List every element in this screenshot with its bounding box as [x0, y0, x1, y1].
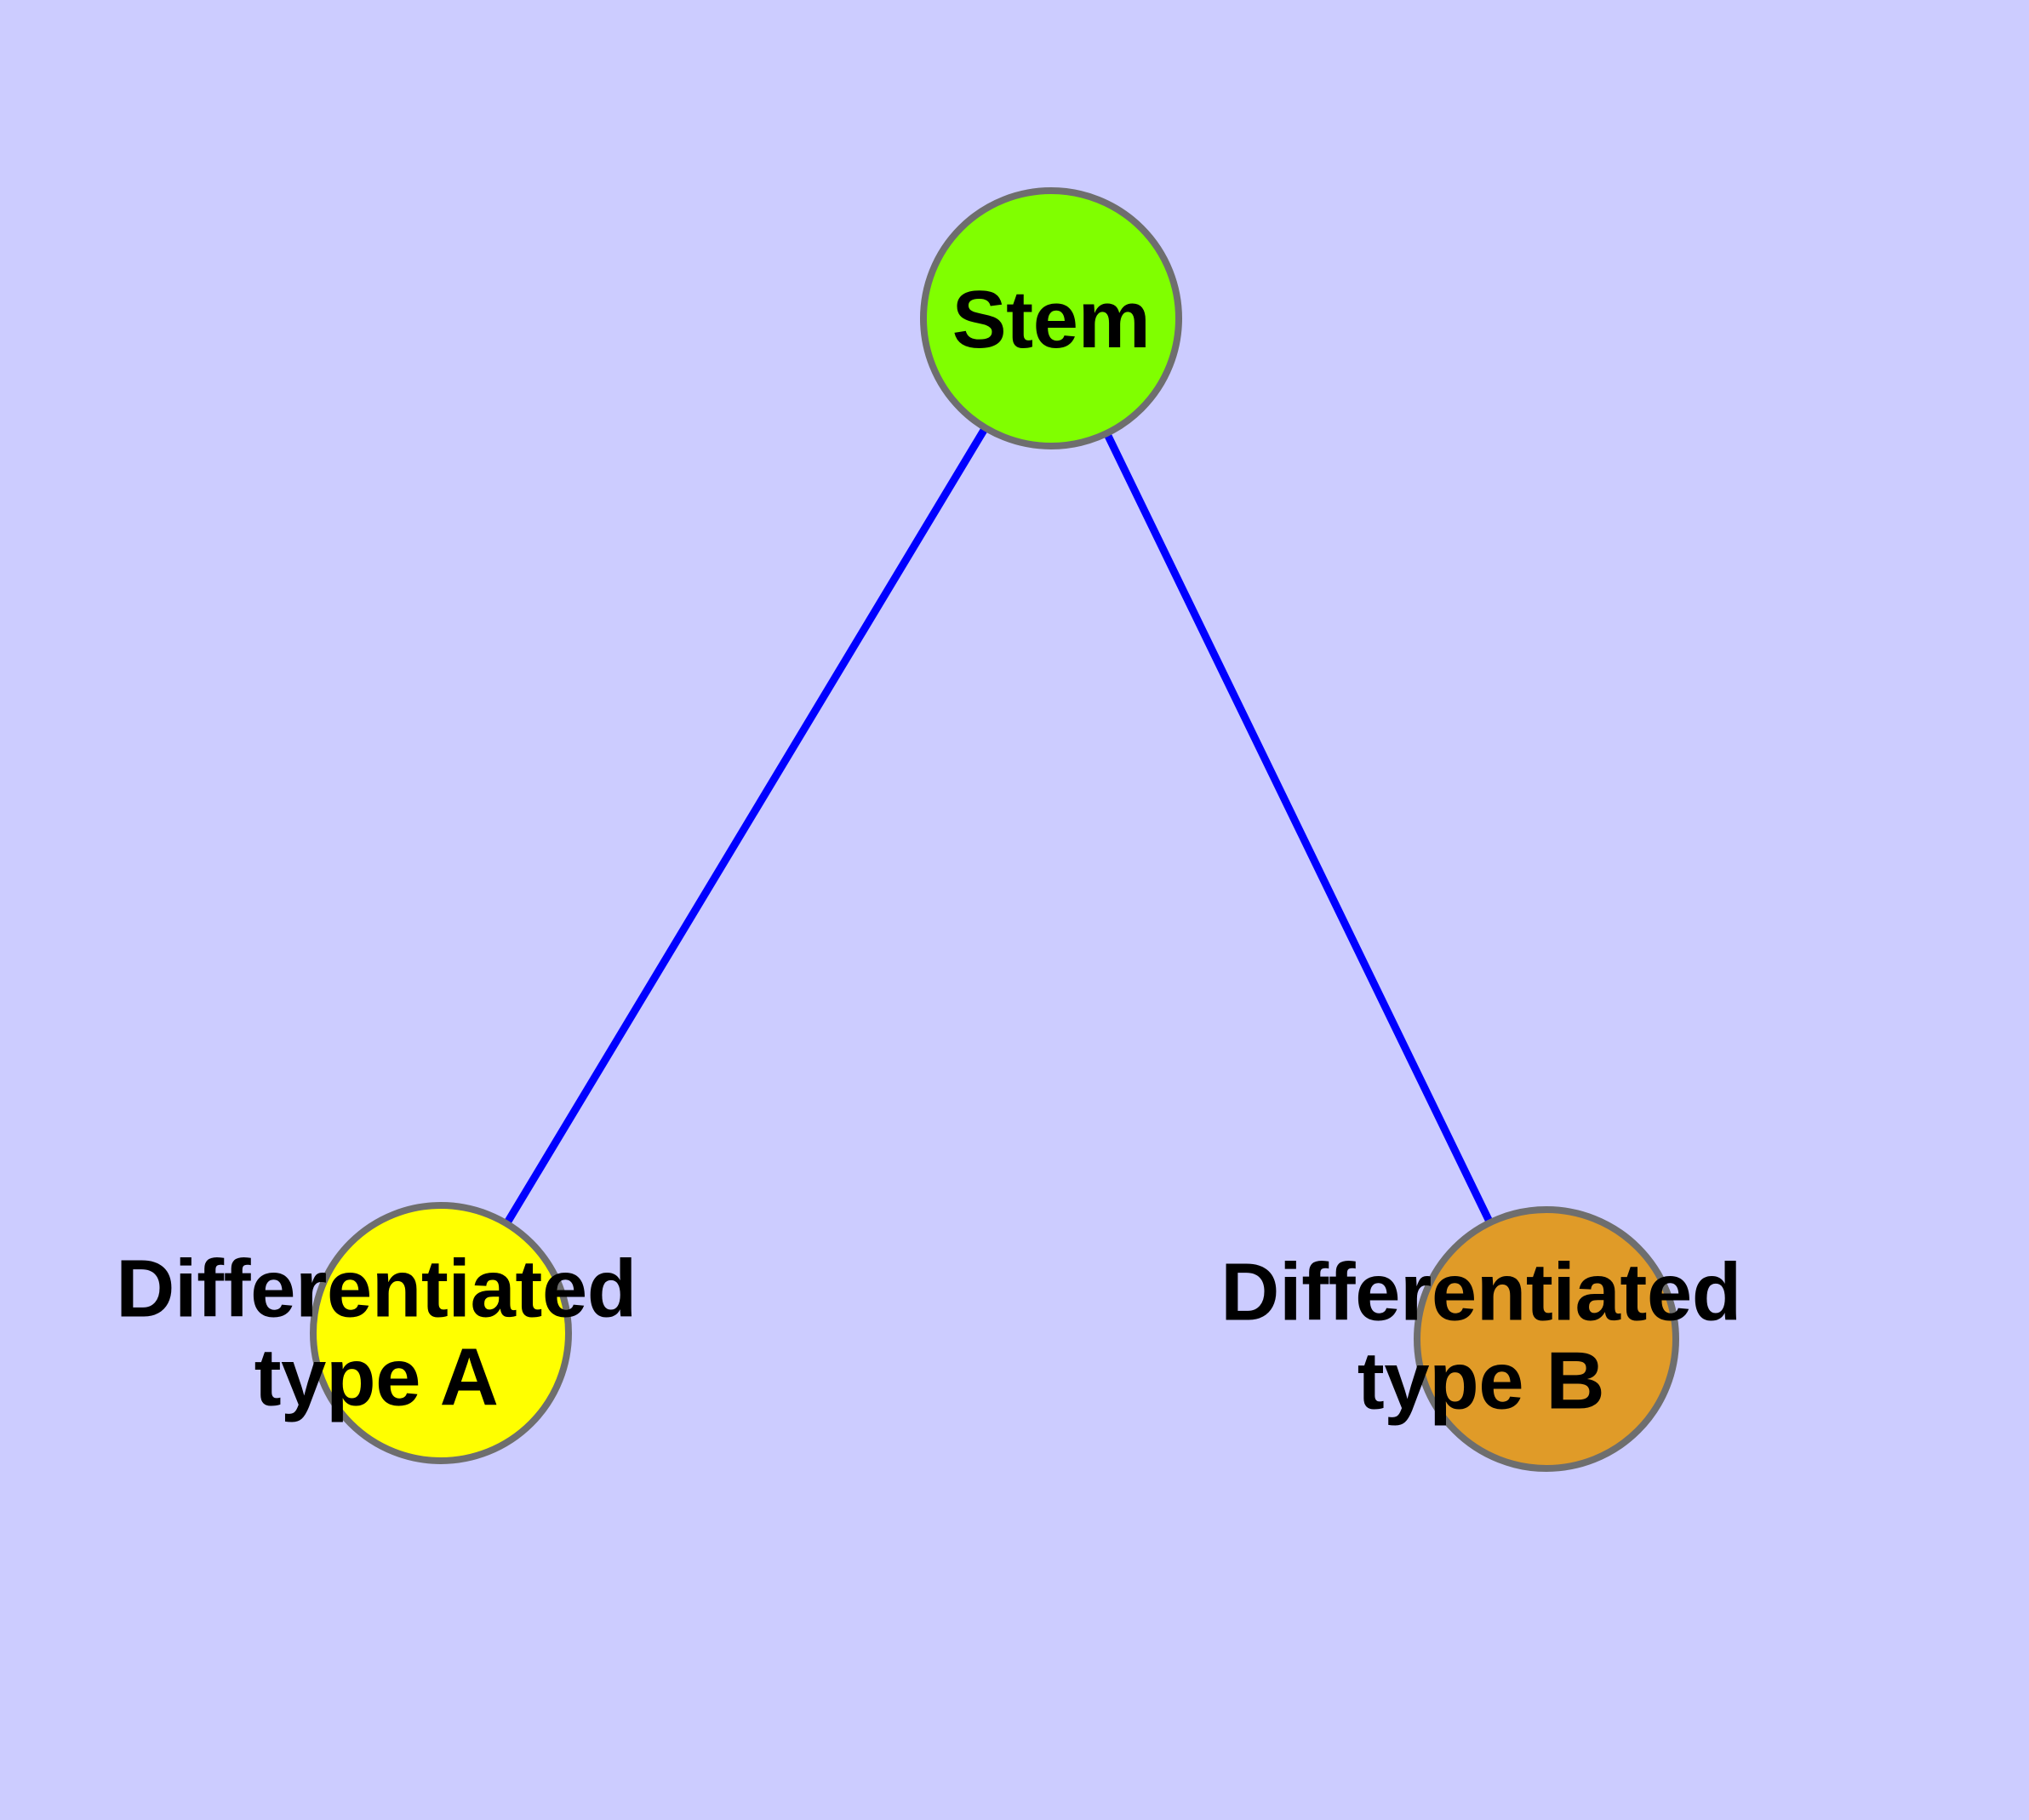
- nodes-layer: [310, 187, 1679, 1472]
- edge-stem-diff-a[interactable]: [437, 316, 1055, 1336]
- edges-layer: [437, 316, 1551, 1341]
- edge-stem-diff-b[interactable]: [1047, 317, 1551, 1341]
- node-diff_b[interactable]: [1414, 1206, 1679, 1472]
- node-diff_a[interactable]: [310, 1202, 572, 1464]
- node-stem[interactable]: [920, 187, 1182, 449]
